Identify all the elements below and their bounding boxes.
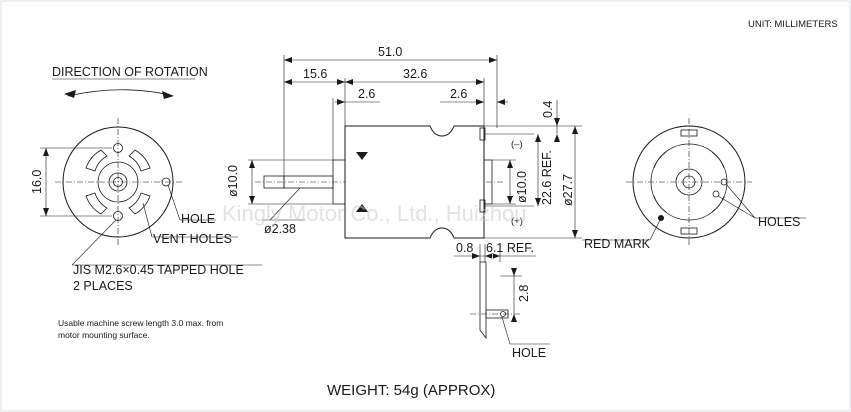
rotation-label: DIRECTION OF ROTATION <box>52 65 208 79</box>
rotation-arrow-icon <box>162 91 174 99</box>
dim-body-length: 32.6 <box>403 67 427 81</box>
front-shaft <box>113 177 123 187</box>
rear-terminal-bottom <box>680 227 698 235</box>
dim-terminal-ref-len: 6.1 REF. <box>486 241 534 255</box>
red-mark-dot <box>658 215 664 221</box>
leader-red-mark <box>649 219 661 241</box>
label-terminal-hole: HOLE <box>512 346 546 360</box>
leader-holes <box>717 195 756 219</box>
note-screw-length-2: motor mounting surface. <box>58 330 150 340</box>
rear-slot <box>711 151 725 169</box>
dim-boss-left: 2.6 <box>358 87 375 101</box>
dim-boss-dia-front: ø10.0 <box>226 165 240 197</box>
dim-arrow-icon <box>472 253 500 259</box>
body-slot-icon <box>356 204 368 212</box>
label-tapped-places: 2 PLACES <box>73 279 133 293</box>
label-red-mark: RED MARK <box>584 237 651 251</box>
leader-tapped <box>71 219 117 266</box>
dim-boss-dia-rear: ø10.0 <box>515 171 529 203</box>
front-view: DIRECTION OF ROTATION 16.0 HOLE VENT HOL… <box>30 65 262 340</box>
side-view: 51.0 15.6 32.6 2.6 2.6 (–) (+) <box>226 45 582 360</box>
vent-hole <box>128 149 151 172</box>
polarity-negative: (–) <box>511 139 523 150</box>
vent-hole <box>128 192 151 215</box>
dim-arrow-icon <box>43 148 49 216</box>
leader-terminal-hole <box>501 316 511 345</box>
dim-arrow-icon <box>337 99 345 105</box>
dim-body-dia: ø27.7 <box>561 174 575 206</box>
rear-hole <box>720 178 728 186</box>
dim-overall-length: 51.0 <box>378 45 402 59</box>
rear-hole <box>712 190 720 198</box>
label-holes: HOLES <box>758 215 800 229</box>
vent-hole <box>85 149 108 172</box>
label-hole-front: HOLE <box>181 212 215 226</box>
tapped-hole-top <box>113 143 123 153</box>
weight-label: WEIGHT: 54g (APPROX) <box>327 382 495 399</box>
rear-slot <box>711 195 725 213</box>
dim-front-spacing: 16.0 <box>30 170 44 194</box>
rotation-arc <box>67 89 171 97</box>
label-tapped-hole: JIS M2.6×0.45 TAPPED HOLE <box>73 263 244 277</box>
leader-holes <box>725 183 756 219</box>
front-shaft-ring <box>108 172 128 192</box>
front-boss <box>97 161 139 203</box>
dim-shaft-dia: ø2.38 <box>264 222 296 236</box>
polarity-positive: (+) <box>511 216 523 227</box>
terminal-tab <box>479 261 487 340</box>
tapped-hole-bottom <box>113 211 123 221</box>
rear-boss-side <box>483 159 493 205</box>
vent-hole <box>85 192 108 215</box>
front-side-hole <box>161 177 171 187</box>
unit-note: UNIT: MILLIMETERS <box>748 19 838 30</box>
dim-shaft-length: 15.6 <box>303 67 327 81</box>
leader-hole <box>167 184 181 221</box>
rear-slot <box>653 151 667 169</box>
rear-terminal-top <box>680 129 698 137</box>
dim-terminal-hole-pos: 2.8 <box>517 285 531 302</box>
dim-flange-offset: 0.4 <box>541 101 555 118</box>
rear-view: HOLES RED MARK <box>582 118 806 251</box>
leader-vent <box>142 202 153 238</box>
body-slot-icon <box>356 152 368 160</box>
dim-terminal-ref: 22.6 REF. <box>540 150 554 205</box>
watermark: Kingly Motor Co., Ltd., Huizhou <box>222 201 526 226</box>
dim-boss-right: 2.6 <box>450 87 467 101</box>
dim-arrow-icon <box>554 118 560 142</box>
leader-shaft <box>269 187 301 221</box>
rear-slot <box>653 195 667 213</box>
dim-arrow-icon <box>535 134 541 206</box>
note-screw-length-1: Usable machine screw length 3.0 max. fro… <box>58 318 223 328</box>
label-vent-holes: VENT HOLES <box>153 232 232 246</box>
rotation-arrow-icon <box>64 90 76 98</box>
dim-terminal-thickness: 0.8 <box>456 241 473 255</box>
